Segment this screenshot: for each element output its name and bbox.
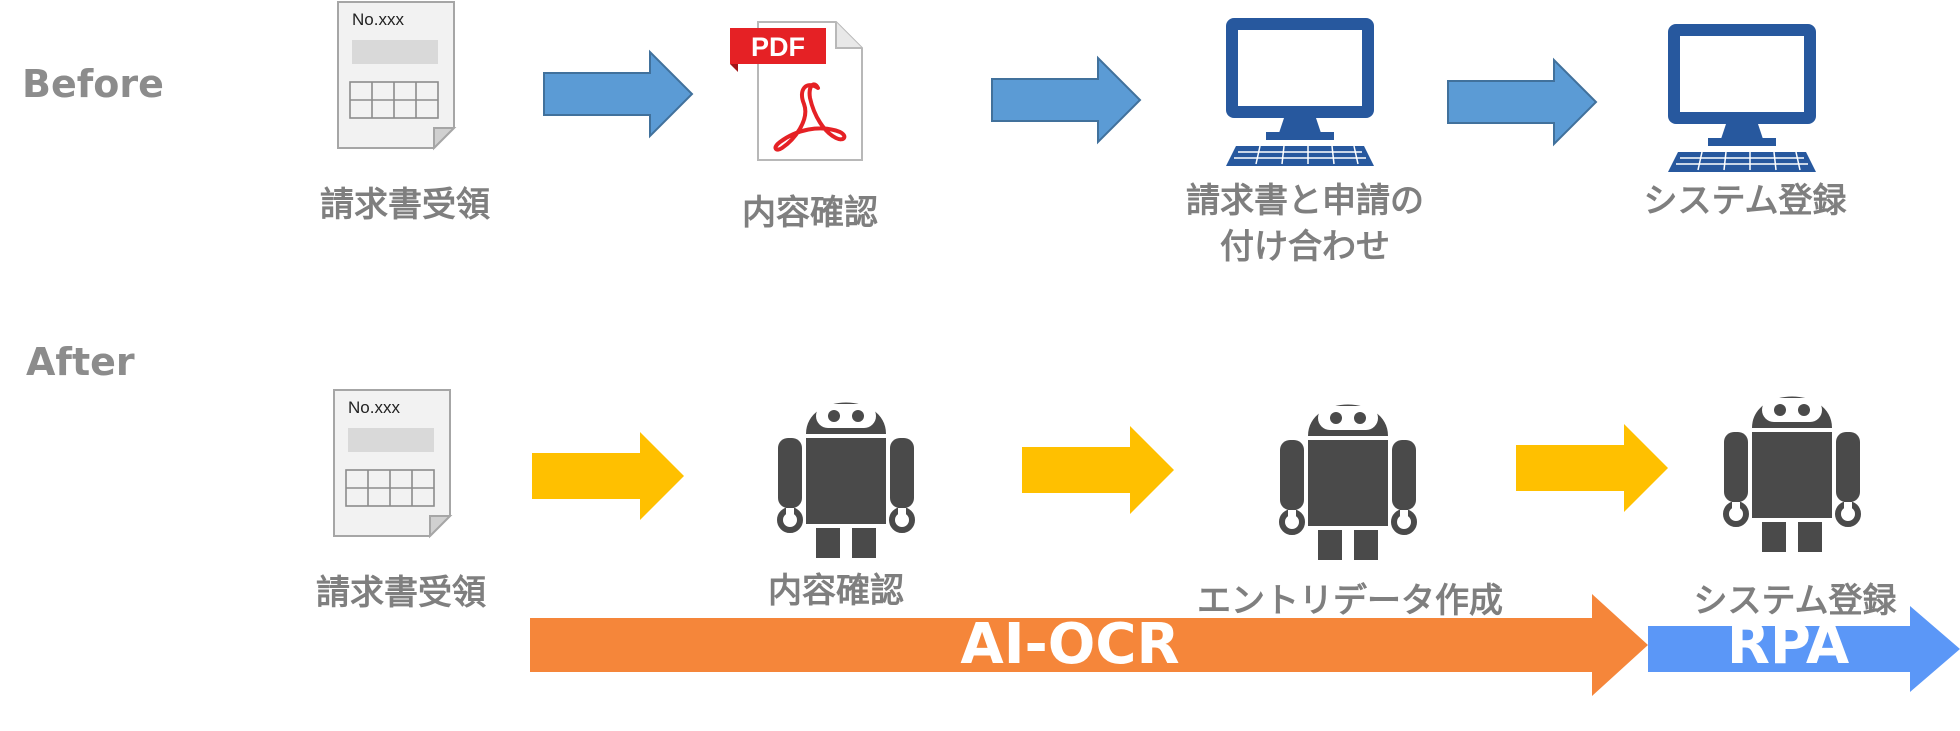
before-arrow-1: [542, 49, 694, 139]
before-arrow-2: [990, 55, 1142, 145]
before-step-2-label: 内容確認: [742, 193, 878, 233]
ai-ocr-banner-label: AI-OCR: [960, 612, 1180, 677]
computer-icon: [1664, 22, 1820, 174]
rpa-banner: RPA: [1648, 606, 1960, 692]
after-arrow-3: [1516, 424, 1668, 512]
invoice-document-icon: No.xxx: [336, 0, 460, 151]
after-arrow-2: [1022, 426, 1174, 514]
before-row-label: Before: [22, 62, 164, 106]
after-row-label: After: [26, 340, 135, 384]
pdf-file-icon: PDF: [728, 20, 864, 162]
invoice-document-icon: No.xxx: [332, 388, 456, 539]
robot-icon: [1718, 360, 1866, 554]
after-step-4-label: システム登録: [1693, 581, 1897, 621]
after-step-1-label: 請求書受領: [316, 573, 486, 613]
robot-icon: [1274, 368, 1422, 562]
robot-icon: [772, 366, 920, 560]
pdf-badge-text: PDF: [751, 32, 805, 62]
after-step-3-label: エントリデータ作成: [1197, 581, 1503, 621]
ai-ocr-banner: AI-OCR: [530, 594, 1648, 696]
after-arrow-1: [532, 432, 684, 520]
before-step-3-label: 請求書と申請の 付け合わせ: [1186, 181, 1424, 267]
before-arrow-3: [1446, 57, 1598, 147]
before-step-4-label: システム登録: [1643, 181, 1847, 221]
before-step-1-label: 請求書受領: [320, 185, 490, 225]
document-number: No.xxx: [348, 398, 400, 417]
computer-icon: [1222, 16, 1378, 168]
after-step-2-label: 内容確認: [768, 571, 904, 611]
document-number: No.xxx: [352, 10, 404, 29]
rpa-banner-label: RPA: [1726, 612, 1850, 677]
